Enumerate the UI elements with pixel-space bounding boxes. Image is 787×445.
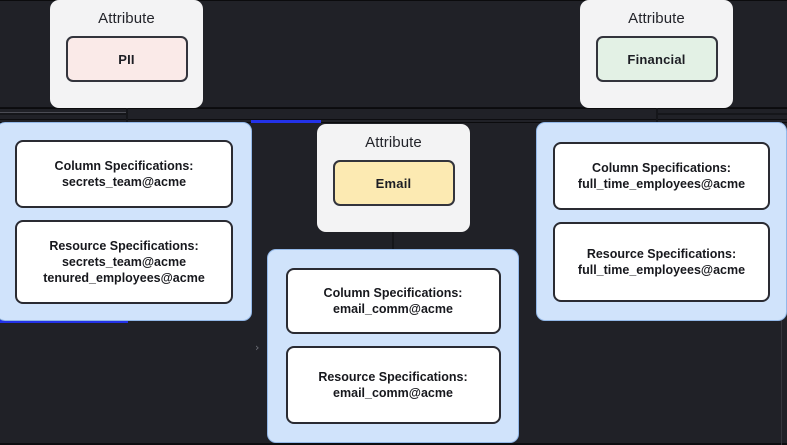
chevron-right-icon[interactable]: › (255, 341, 260, 354)
attribute-card-financial[interactable]: Attribute Financial (580, 0, 733, 108)
attribute-card-pii[interactable]: Attribute PII (50, 0, 203, 108)
attribute-chip-email[interactable]: Email (332, 160, 455, 206)
spec-box-resource-specifications[interactable]: Resource Specifications: full_time_emplo… (553, 221, 770, 302)
spec-heading: Resource Specifications: (49, 238, 199, 253)
spec-heading: Column Specifications: (323, 286, 463, 300)
attribute-card-email[interactable]: Attribute Email (317, 124, 470, 232)
separator-line-upper (0, 119, 787, 120)
connector-email-to-emailcomm-panel (392, 232, 394, 249)
spec-value: full_time_employees@acme (577, 262, 746, 277)
spec-heading: Column Specifications: (54, 158, 194, 173)
spec-box-resource-specifications[interactable]: Resource Specifications: secrets_team@ac… (15, 219, 233, 304)
connector-pii-to-secrets-panel (126, 108, 128, 122)
separator-line-top (0, 107, 787, 108)
highlight-edge-bottom (0, 320, 128, 323)
attribute-card-label: Attribute (365, 134, 422, 151)
spec-panel-secrets-team[interactable]: Column Specifications: secrets_team@acme… (0, 122, 252, 321)
separator-line-left-stub (0, 112, 128, 113)
connector-horizontal-left (0, 113, 126, 115)
attribute-chip-financial[interactable]: Financial (595, 36, 718, 82)
highlight-edge-top (251, 120, 321, 123)
spec-value: secrets_team@acme (61, 254, 187, 269)
spec-panel-full-time-employees[interactable]: Column Specifications: full_time_employe… (536, 122, 787, 321)
attribute-chip-pii[interactable]: PII (65, 36, 188, 82)
spec-value: tenured_employees@acme (43, 270, 205, 285)
spec-box-column-specifications[interactable]: Column Specifications: secrets_team@acme (15, 139, 233, 208)
spec-panel-email-comm[interactable]: Column Specifications: email_comm@acme R… (267, 249, 519, 443)
spec-value: email_comm@acme (333, 386, 453, 400)
attribute-card-label: Attribute (98, 10, 155, 27)
spec-box-column-specifications[interactable]: Column Specifications: full_time_employe… (553, 141, 770, 210)
spec-box-resource-specifications[interactable]: Resource Specifications: email_comm@acme (285, 346, 501, 424)
attribute-card-label: Attribute (628, 10, 685, 27)
connector-horizontal-right (658, 113, 787, 115)
spec-heading: Resource Specifications: (586, 246, 737, 261)
spec-heading: Resource Specifications: (318, 370, 468, 384)
spec-heading: Column Specifications: (592, 160, 731, 175)
spec-box-column-specifications[interactable]: Column Specifications: email_comm@acme (285, 268, 501, 334)
spec-value: secrets_team@acme (61, 174, 187, 189)
connector-financial-to-fulltime-panel (656, 108, 658, 122)
separator-line-bottom (0, 443, 787, 445)
spec-value: email_comm@acme (333, 302, 453, 316)
spec-value: full_time_employees@acme (577, 176, 746, 191)
